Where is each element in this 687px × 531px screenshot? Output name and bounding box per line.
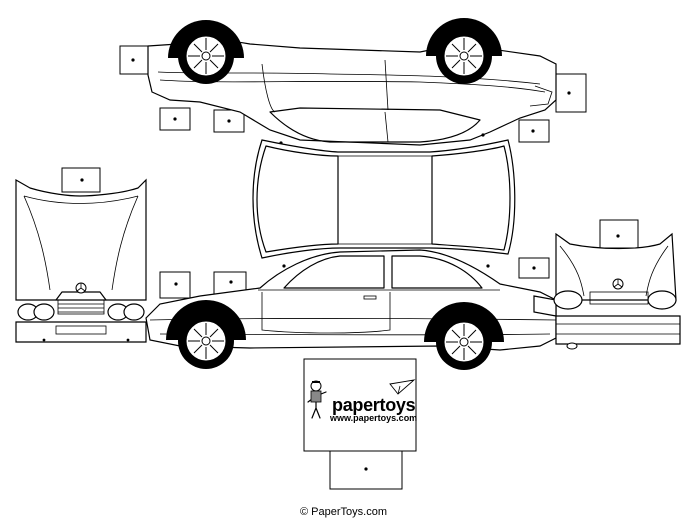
glue-tab xyxy=(555,73,587,113)
mascot-figure xyxy=(307,380,327,419)
mercedes-grille xyxy=(55,282,107,315)
rear-trunk-panel xyxy=(553,219,681,350)
wheel xyxy=(168,20,244,84)
glue-tab xyxy=(599,219,639,249)
brand-logo-text: papertoys xyxy=(332,395,416,415)
wheel xyxy=(424,302,504,370)
upper-side-panel xyxy=(119,18,587,146)
wheel xyxy=(426,18,502,84)
logo-flap xyxy=(303,358,417,490)
roof-panel xyxy=(252,139,516,259)
paper-plane-icon xyxy=(389,379,416,395)
wheel xyxy=(166,300,246,369)
front-hood-panel xyxy=(15,167,147,343)
brand-url: www.papertoys.com xyxy=(330,413,418,423)
lower-side-panel xyxy=(145,249,557,370)
copyright-notice: © PaperToys.com xyxy=(300,506,387,518)
